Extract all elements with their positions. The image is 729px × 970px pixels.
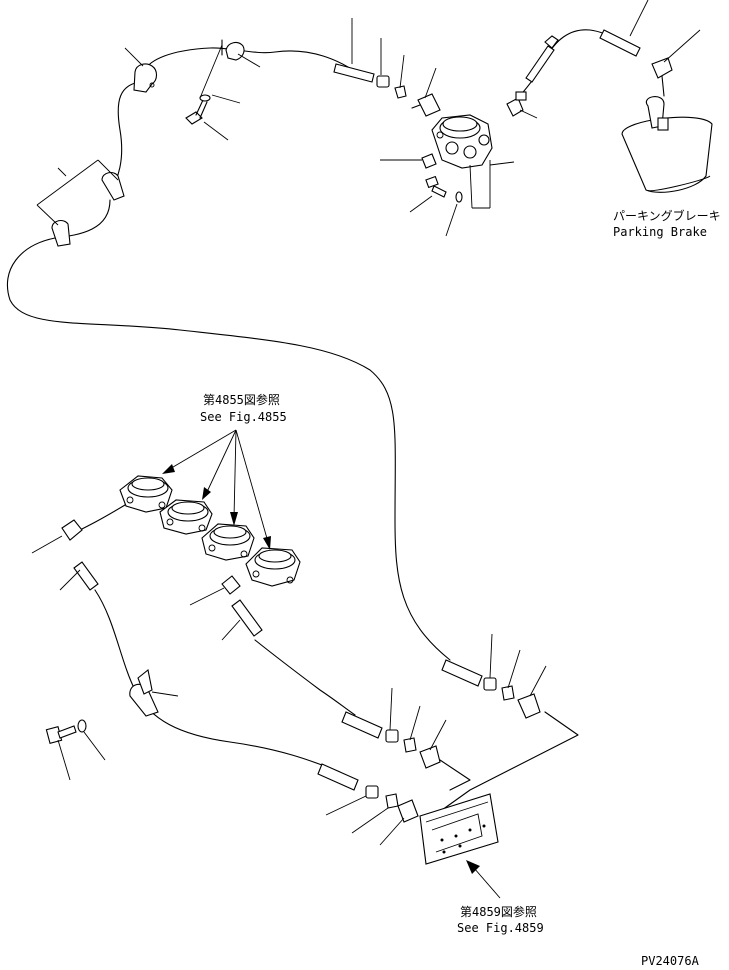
- pipe-to-bracket: [439, 759, 471, 791]
- label-parking-brake-en: Parking Brake: [613, 225, 707, 239]
- clamp-top-left: [133, 63, 158, 93]
- brake-valve: [421, 114, 493, 209]
- label-ref-4855-jp: 第4855図参照: [203, 393, 280, 407]
- hose-top-left: [144, 47, 361, 76]
- main-hose-upper: [6, 199, 451, 661]
- parking-brake-chamber: [621, 96, 713, 193]
- bolt-lower-left: [45, 719, 87, 744]
- arrow-head-4: [263, 536, 271, 550]
- sleeve-mid: [341, 711, 441, 769]
- clamp-lower-left: [61, 519, 83, 541]
- sleeve-lower-mid: [231, 599, 263, 637]
- label-parking-brake-jp: パーキングブレーキ: [613, 209, 721, 223]
- clamp-lower-mid: [221, 575, 241, 595]
- label-ref-4859-en: See Fig.4859: [457, 921, 544, 935]
- hose-middle-run: [254, 639, 356, 716]
- label-ref-4855-en: See Fig.4855: [200, 410, 287, 424]
- arrow-head-2: [202, 487, 211, 500]
- arrow-head-5: [466, 860, 480, 874]
- sleeve-top-right: [525, 29, 641, 83]
- arrow-4859: [466, 860, 501, 899]
- valve-1: [119, 475, 173, 513]
- hose-lower-run: [94, 589, 341, 773]
- sleeve-lower-left: [73, 561, 99, 591]
- sleeve-top: [333, 63, 407, 99]
- fitting-right: [506, 91, 527, 117]
- clamp-top-center: [221, 39, 245, 61]
- clamp-lower-bracket: [129, 669, 159, 717]
- label-ref-4859-jp: 第4859図参照: [460, 905, 537, 919]
- leader-lines-top: [57, 0, 701, 237]
- arrow-head-3: [230, 512, 238, 526]
- pipe-right: [434, 711, 579, 816]
- arrow-head-1: [162, 464, 175, 474]
- mounting-bracket: [419, 793, 499, 865]
- arrow-lines-4855: [162, 429, 271, 550]
- sleeve-right: [441, 659, 541, 719]
- valve-2: [159, 499, 213, 535]
- fitting-top: [411, 93, 441, 117]
- valve-3: [201, 523, 255, 561]
- brake-elbow: [651, 57, 673, 97]
- clamp-left-double: [36, 159, 125, 247]
- sleeve-low: [317, 763, 419, 823]
- drawing-number: PV24076A: [641, 954, 699, 968]
- bolt-top-left: [185, 94, 211, 125]
- leader-lines-bottom: [31, 535, 547, 846]
- valve-4: [245, 547, 301, 587]
- bolt-valve: [425, 175, 463, 203]
